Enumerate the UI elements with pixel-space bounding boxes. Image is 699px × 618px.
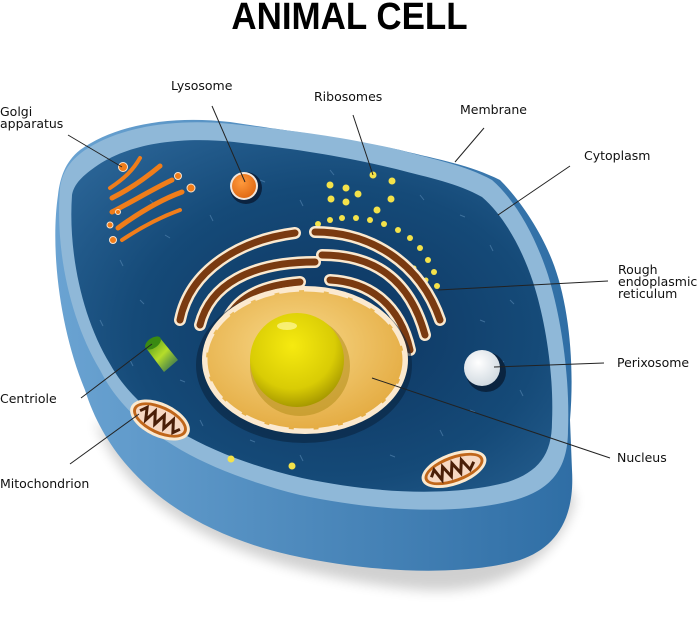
label-rer-line1: Rough [618,262,658,277]
label-rer-line2: endoplasmic [618,274,698,289]
leader-lysosome [211,105,246,183]
leader-mitochondrion [69,413,140,465]
label-golgi-apparatus: Golgi apparatus [0,104,64,131]
label-lysosome: Lysosome [171,78,233,93]
leader-membrane [454,127,485,163]
diagram-title: ANIMAL CELL [231,0,468,38]
label-golgi-line2: apparatus [0,116,64,131]
label-golgi-line1: Golgi [0,104,33,119]
perixosome [464,350,506,392]
ribosomes [227,171,440,470]
mitochondrion-right [421,449,487,489]
leader-rer [437,280,609,291]
leader-nucleus [371,377,611,459]
leader-lines [67,105,611,465]
golgi-apparatus [108,156,185,242]
label-membrane: Membrane [460,102,527,117]
label-nucleus: Nucleus [617,450,667,465]
label-rer-line3: reticulum [618,286,678,301]
nucleus [196,286,412,443]
label-cytoplasm: Cytoplasm [584,148,651,163]
leader-golgi [67,134,123,168]
leader-perixosome [493,362,605,368]
leader-centriole [80,343,153,399]
mitochondrion-left [130,399,190,441]
label-centriole: Centriole [0,391,57,406]
leader-ribosomes [352,114,374,176]
label-mitochondrion: Mitochondrion [0,476,90,491]
golgi-vesicles [106,162,196,244]
lysosome [230,172,262,204]
label-ribosomes: Ribosomes [314,89,383,104]
label-perixosome: Perixosome [617,355,690,370]
leader-cytoplasm [497,165,571,216]
label-rough-endoplasmic-reticulum: Rough endoplasmic reticulum [618,262,698,301]
